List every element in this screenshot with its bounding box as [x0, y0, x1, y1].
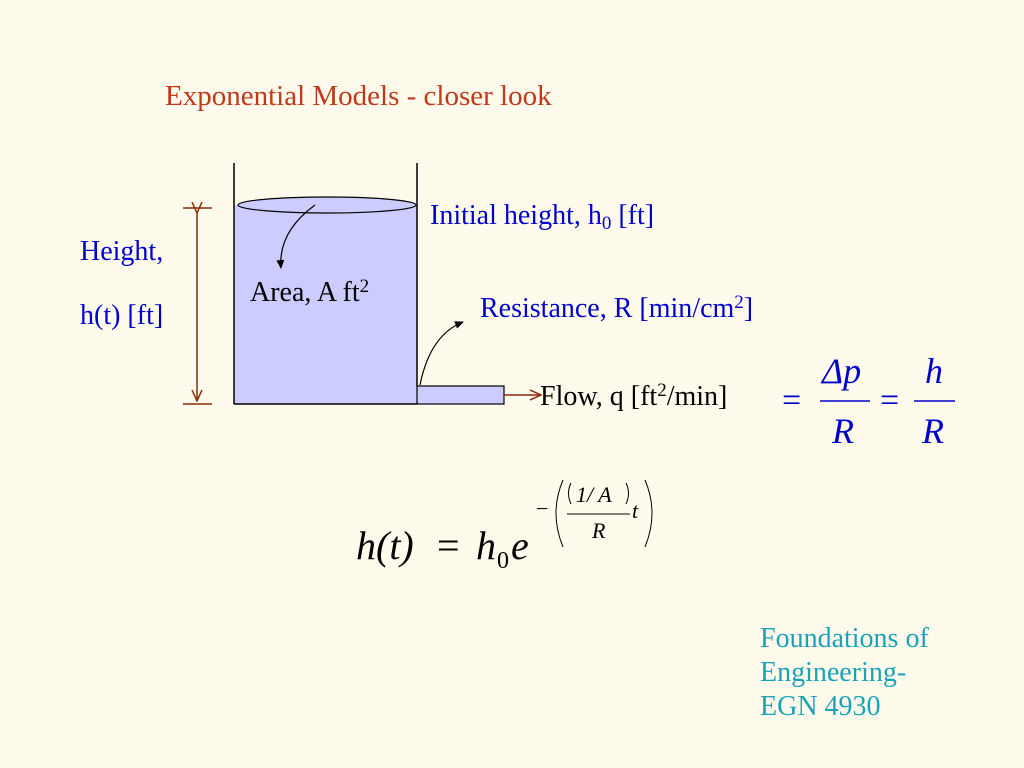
flow-eq-denominator-2: R [922, 411, 944, 451]
main-eq-t: t [632, 498, 639, 523]
resistance-sup: 2 [734, 292, 744, 313]
area-pointer-arrow [276, 204, 316, 269]
slide-title: Exponential Models - closer look [165, 80, 552, 112]
main-eq-h-sub: 0 [497, 548, 509, 574]
exponent-paren-right [644, 479, 653, 548]
footer-line2: Engineering- [760, 657, 907, 688]
main-eq-inner-denominator: R [592, 518, 606, 543]
area-text: Area, A ft [250, 277, 360, 308]
flow-eq-equals-2: = [880, 382, 900, 419]
footer-line1: Foundations of [760, 623, 929, 654]
inner-paren-right [625, 482, 629, 505]
footer-line3: EGN 4930 [760, 691, 881, 722]
flow-eq-numerator-2: h [925, 351, 943, 391]
initial-height-unit: [ft] [611, 200, 655, 231]
main-eq-equals: = [437, 523, 460, 568]
tank-water [234, 205, 417, 404]
initial-height-text: Initial height, h [430, 200, 602, 231]
main-eq-h: h [476, 523, 496, 568]
main-eq-lhs: h(t) [356, 523, 414, 568]
main-eq-inner-numerator: 1/ A [576, 482, 612, 508]
height-label-line1: Height, [80, 236, 164, 267]
water-surface [237, 196, 417, 214]
main-eq-minus: − [536, 496, 549, 521]
flow-eq-denominator-1: R [832, 411, 854, 451]
footer-course: Foundations of Engineering- EGN 4930 [760, 622, 929, 724]
height-label-line2: h(t) [ft] [80, 300, 164, 331]
area-label: Area, A ft2 [250, 276, 369, 309]
initial-height-label: Initial height, h0 [ft] [430, 200, 654, 235]
flow-sup: 2 [657, 380, 667, 401]
main-eq-inner-numerator-text: 1/ A [576, 482, 612, 507]
resistance-end: ] [743, 293, 754, 324]
exponent-paren-left [555, 479, 564, 548]
flow-text: Flow, q [ft [540, 381, 658, 412]
resistance-text: Resistance, R [min/cm [480, 293, 735, 324]
flow-end: /min] [666, 381, 728, 412]
area-sup: 2 [359, 276, 370, 297]
outlet-pipe [416, 385, 505, 405]
flow-eq-equals-1: = [782, 382, 802, 419]
flow-label: Flow, q [ft2/min] [540, 380, 727, 413]
initial-height-sub: 0 [601, 213, 612, 234]
resistance-pointer-arrow [419, 321, 464, 386]
flow-eq-numerator-1: Δp [822, 351, 862, 391]
inner-paren-left [568, 482, 572, 505]
main-eq-e: e [511, 523, 529, 568]
resistance-label: Resistance, R [min/cm2] [480, 292, 753, 325]
